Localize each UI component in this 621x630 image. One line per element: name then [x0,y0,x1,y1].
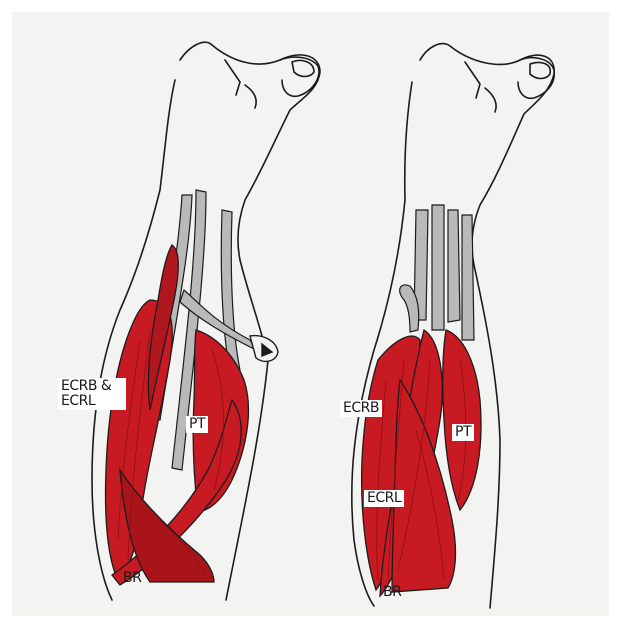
right-tendon-4 [462,215,474,340]
label-ecrb-ecrl: ECRB & ECRL [58,378,126,410]
label-pt-left: PT [186,416,208,433]
label-pt-right: PT [452,424,474,441]
right-tendon-2 [432,205,444,330]
left-crease [225,60,256,108]
right-tendons [400,205,474,340]
left-thumbnail [292,60,314,76]
right-thumbnail [530,62,550,78]
label-br-right: BR [380,584,404,601]
label-br-left: BR [120,570,144,587]
right-tendon-3 [448,210,460,322]
left-thumb [280,57,319,96]
label-ecrb-right: ECRB [340,400,382,417]
right-crease [465,62,496,112]
left-arrow [250,336,278,362]
label-ecrl-right: ECRL [364,490,404,507]
